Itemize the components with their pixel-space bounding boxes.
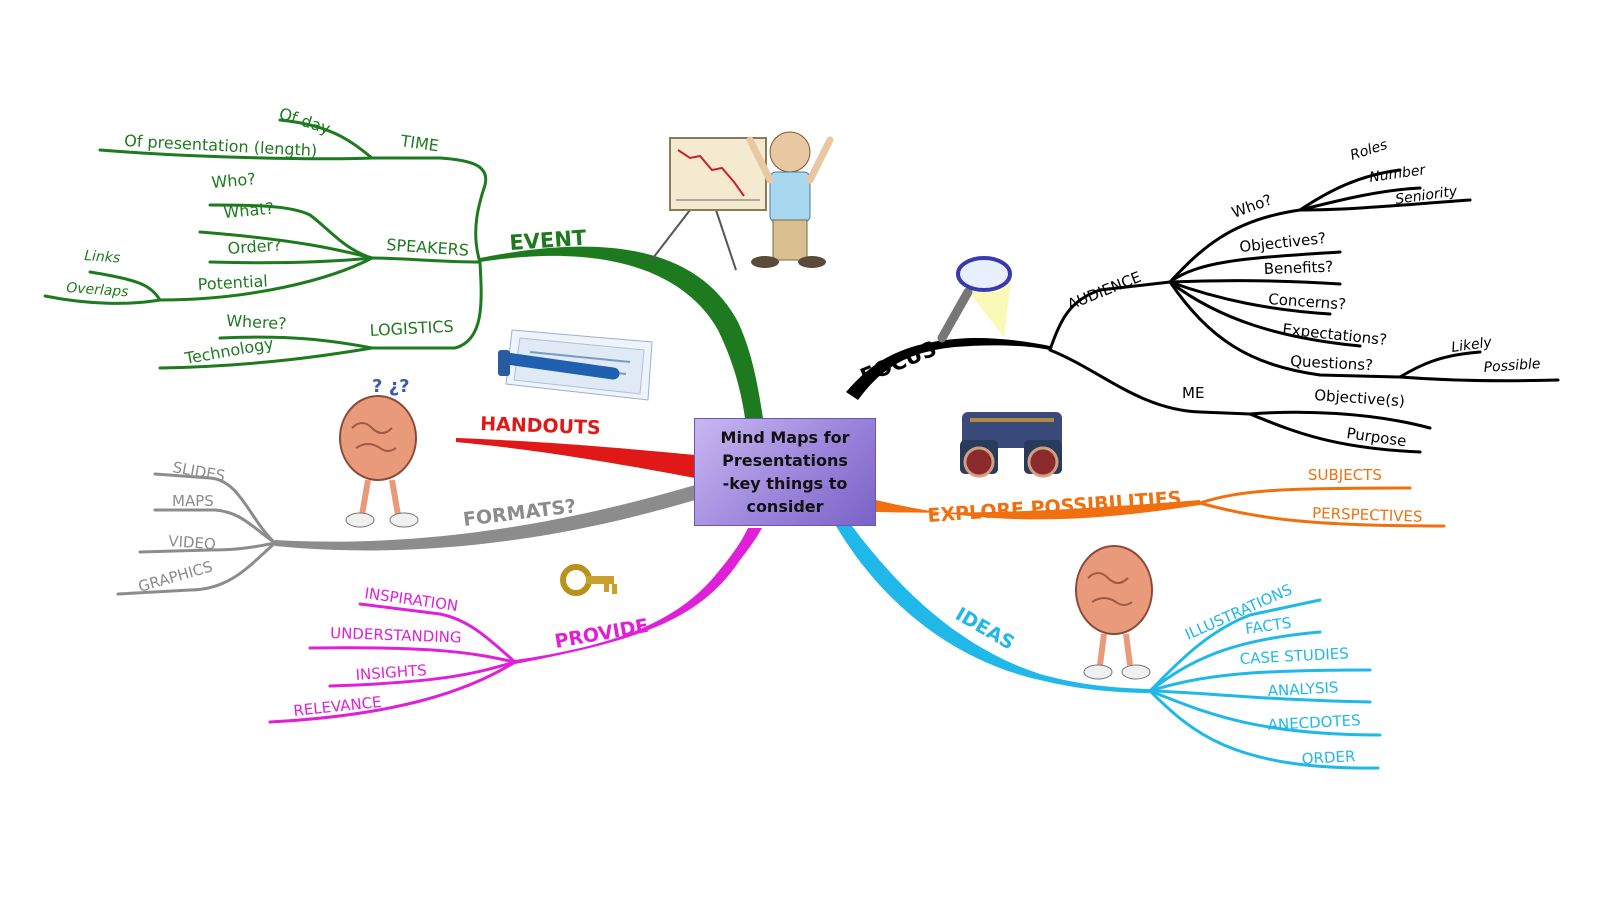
provide-branch: [515, 528, 762, 664]
order-ideas-label: ORDER: [1301, 747, 1356, 768]
title-line-4: consider: [746, 497, 824, 516]
focus-subbranches: [1048, 168, 1560, 454]
formats-subbranches: [116, 472, 277, 596]
event-subbranches: [43, 118, 488, 370]
magnifying-glass-illustration: [937, 256, 1012, 343]
concerns-label: Concerns?: [1268, 290, 1347, 313]
title-line-2: Presentations: [722, 451, 848, 470]
formats-branch: [275, 485, 695, 551]
explore-branch: [876, 500, 1200, 520]
anecdotes-label: ANECDOTES: [1267, 711, 1361, 734]
thinking-brain-illustration: [1075, 545, 1153, 680]
logistics-label: LOGISTICS: [369, 317, 454, 340]
speakers-label: SPEAKERS: [386, 235, 470, 260]
explore-label: EXPLORE POSSIBILITIES: [927, 487, 1182, 527]
perspectives-label: PERSPECTIVES: [1312, 504, 1423, 526]
objective-s-label: Objective(s): [1314, 386, 1406, 410]
event-branch: [480, 246, 764, 425]
analysis-label: ANALYSIS: [1267, 678, 1339, 700]
benefits-label: Benefits?: [1264, 258, 1334, 278]
order-label: Order?: [227, 235, 282, 258]
presenter-illustration: [649, 131, 834, 271]
focus-labels: FOCUS AUDIENCE Who? Roles Number Seniori…: [857, 137, 1541, 451]
ideas-subbranches: [1148, 598, 1382, 770]
event-labels: EVENT TIME Of day Of presentation (lengt…: [66, 104, 588, 368]
who-label: Who?: [211, 169, 257, 192]
where-label: Where?: [226, 311, 287, 333]
explore-labels: EXPLORE POSSIBILITIES SUBJECTS PERSPECTI…: [927, 466, 1423, 527]
central-topic: Mind Maps for Presentations -key things …: [694, 418, 876, 526]
facts-label: FACTS: [1244, 614, 1292, 638]
explore-subbranches: [1198, 486, 1446, 528]
insights-label: INSIGHTS: [355, 661, 427, 684]
focus-branch: [846, 337, 1050, 400]
title-line-3: -key things to: [722, 474, 848, 493]
papers-illustration: [498, 329, 653, 401]
overlaps-label: Overlaps: [66, 280, 129, 300]
video-label: VIDEO: [168, 532, 217, 553]
understanding-label: UNDERSTANDING: [330, 624, 462, 647]
objectives-label: Objectives?: [1239, 229, 1327, 256]
key-illustration: [560, 564, 617, 596]
focus-label: FOCUS: [857, 336, 940, 388]
audience-label: AUDIENCE: [1065, 268, 1144, 314]
ideas-labels: IDEAS ILLUSTRATIONS FACTS CASE STUDIES A…: [952, 580, 1362, 768]
event-label: EVENT: [509, 226, 588, 255]
maps-label: MAPS: [172, 492, 214, 510]
time-label: TIME: [398, 131, 440, 155]
subjects-label: SUBJECTS: [1308, 466, 1382, 484]
potential-label: Potential: [197, 271, 268, 294]
roles-label: Roles: [1348, 137, 1389, 164]
number-label: Number: [1368, 162, 1427, 186]
slides-label: SLIDES: [171, 458, 226, 485]
illustrations-label: ILLUSTRATIONS: [1182, 580, 1294, 643]
confused-brain-illustration: ? ¿?: [339, 376, 419, 528]
svg-text:? ¿?: ? ¿?: [372, 376, 410, 397]
handouts-branch: [456, 438, 695, 478]
likely-label: Likely: [1450, 334, 1493, 356]
provide-subbranches: [268, 602, 517, 724]
provide-label: PROVIDE: [553, 615, 650, 653]
provide-labels: PROVIDE INSPIRATION UNDERSTANDING INSIGH…: [293, 584, 651, 720]
of-day-label: Of day: [277, 104, 333, 138]
main-branches: [275, 246, 1200, 693]
case-studies-label: CASE STUDIES: [1239, 644, 1349, 668]
me-label: ME: [1182, 384, 1204, 402]
what-label: What?: [223, 199, 275, 222]
title-line-1: Mind Maps for: [720, 428, 850, 447]
expectations-label: Expectations?: [1282, 320, 1388, 349]
possible-label: Possible: [1483, 356, 1541, 376]
questions-label: Questions?: [1290, 352, 1374, 374]
handouts-label: HANDOUTS: [480, 413, 601, 439]
links-label: Links: [84, 248, 121, 266]
binoculars-illustration: [960, 412, 1062, 478]
ideas-branch: [836, 526, 1150, 693]
